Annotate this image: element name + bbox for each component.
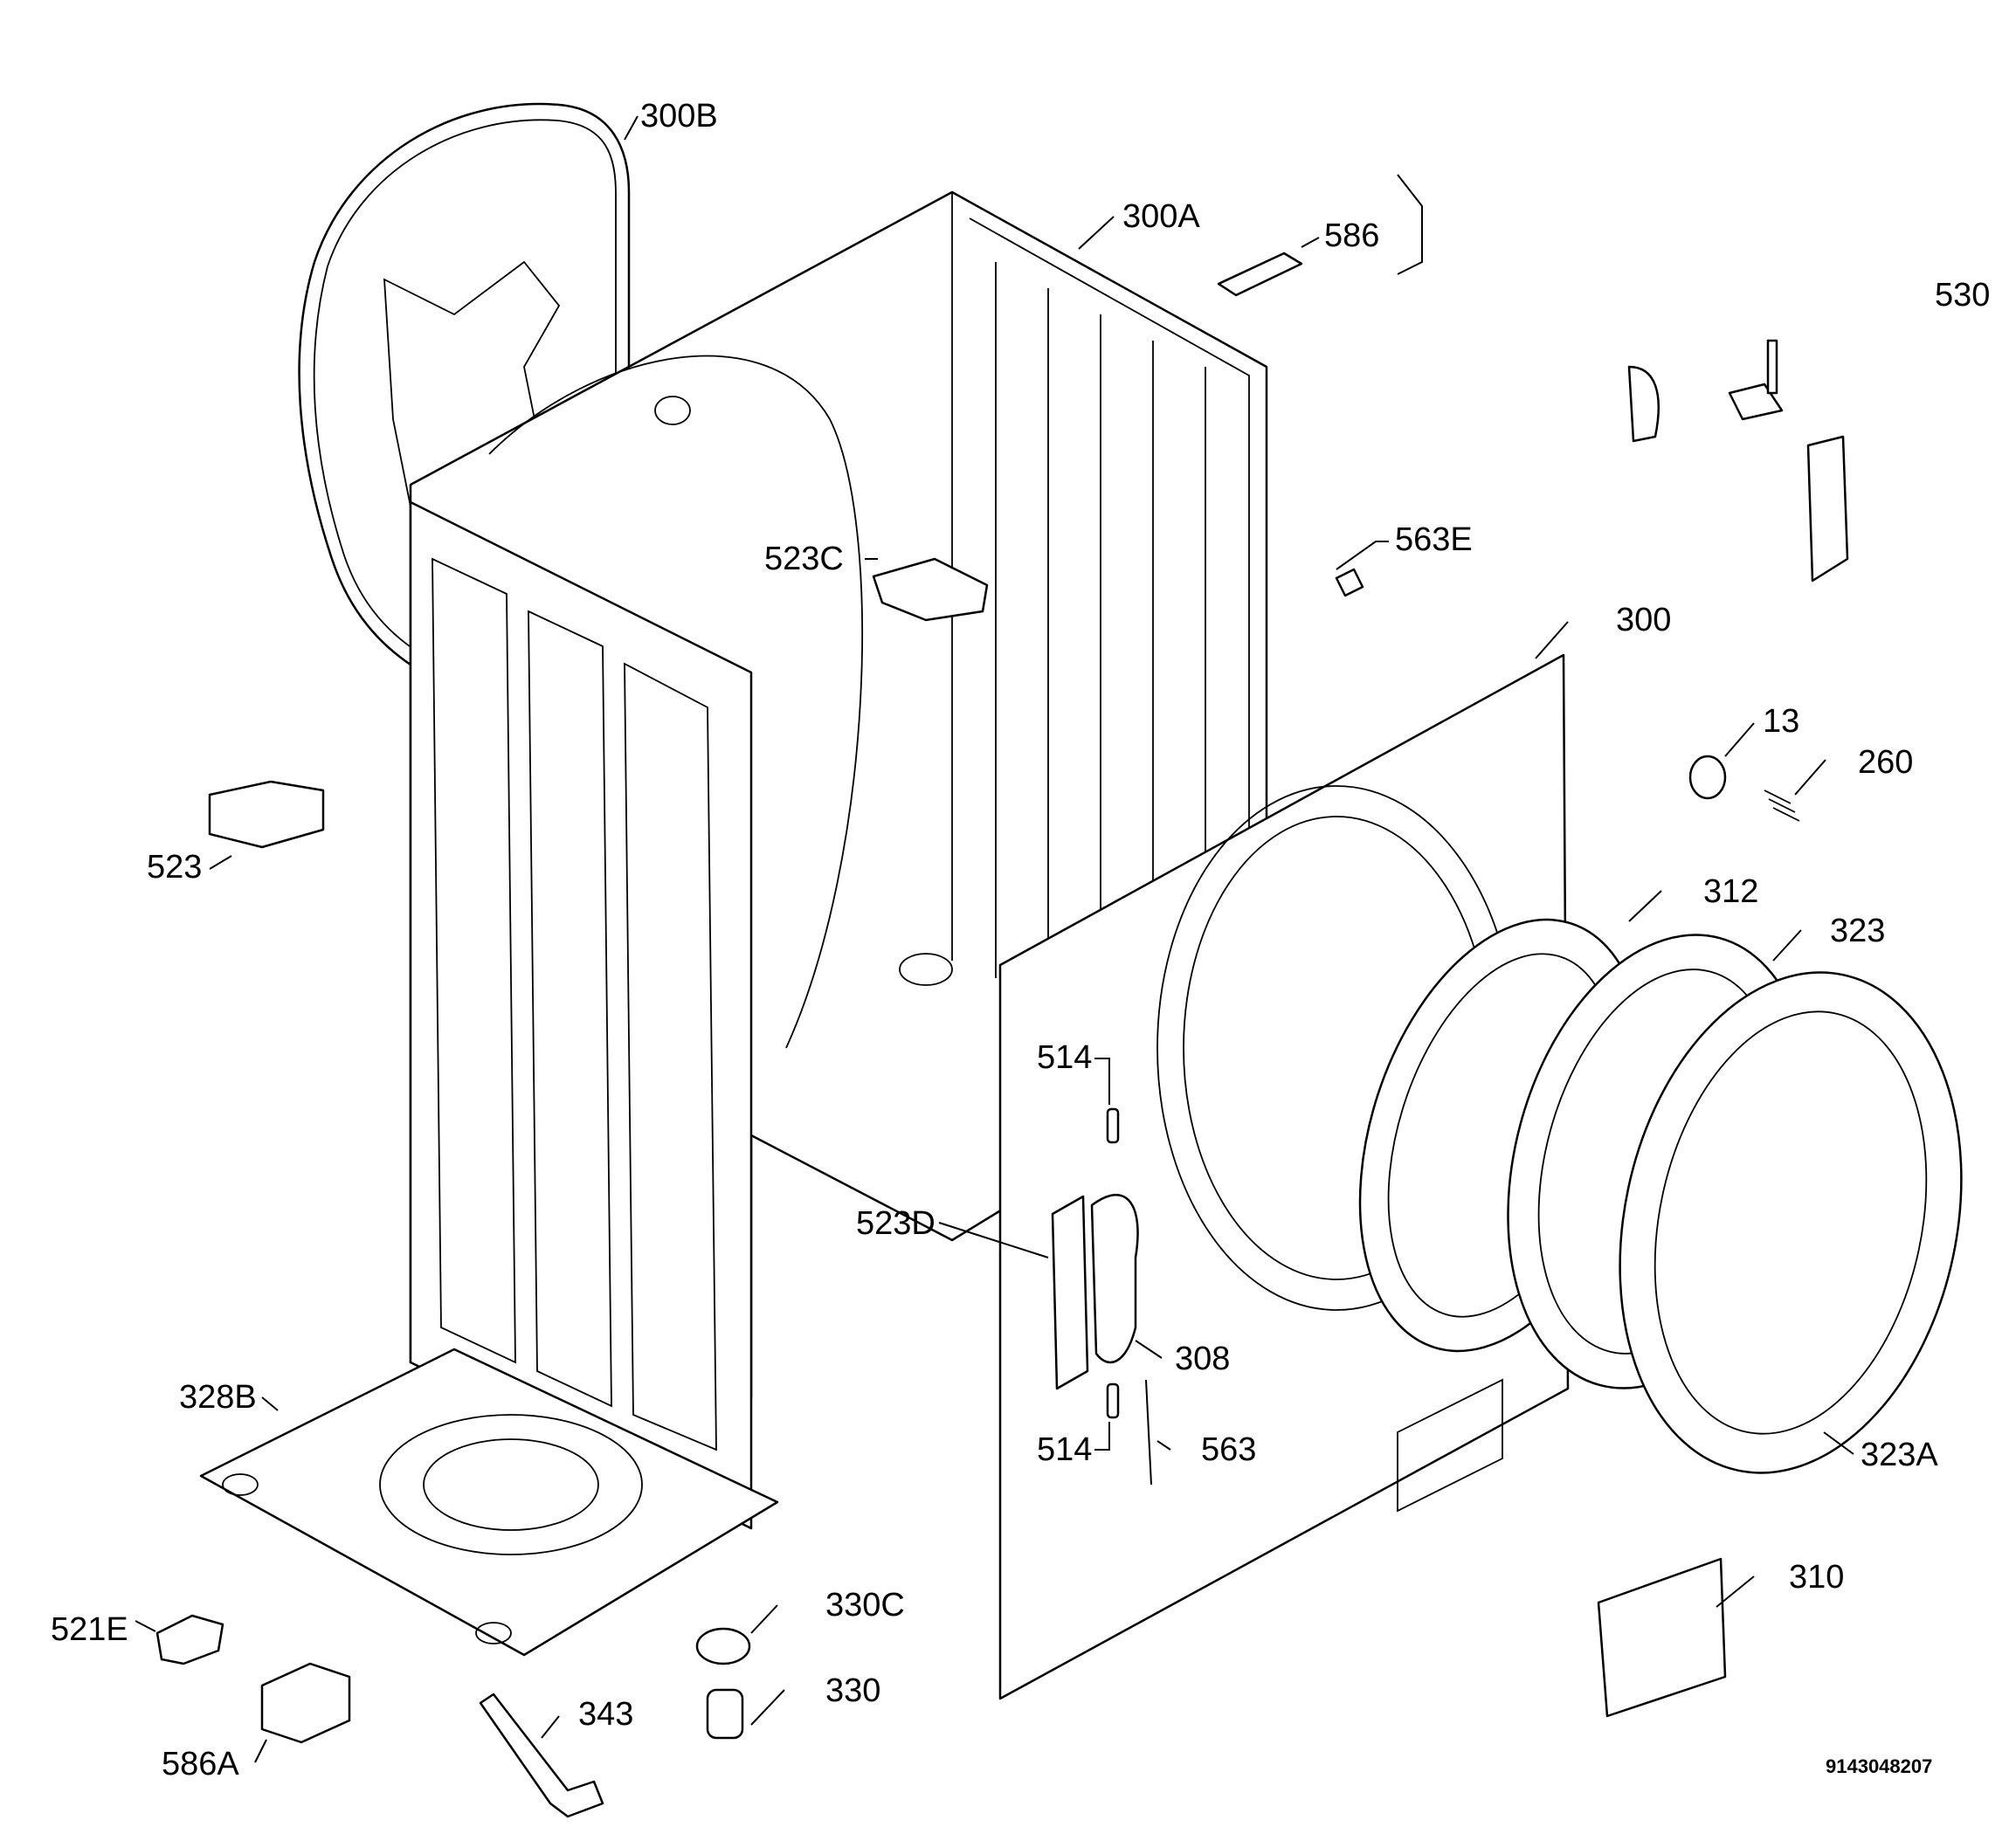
callout-586A: 586A: [162, 1746, 239, 1782]
callout-300B: 300B: [640, 98, 718, 134]
part-13: [1688, 755, 1727, 800]
part-523C: [872, 557, 989, 622]
callout-514-top: 514: [1037, 1039, 1092, 1076]
callout-310: 310: [1789, 1559, 1844, 1596]
callout-260: 260: [1858, 744, 1913, 781]
door-outer-ring-323A: [1619, 971, 1963, 1474]
side-panel: [409, 500, 753, 1530]
front-panel-300: [998, 653, 1570, 1700]
base-328B: [199, 1348, 779, 1657]
foot-330: [706, 1688, 744, 1740]
callout-563: 563: [1201, 1431, 1256, 1468]
drawing-code: 9143048207: [1826, 1755, 1932, 1777]
callout-563E: 563E: [1395, 521, 1473, 558]
part-586: [1217, 252, 1303, 297]
pins-514: [1106, 1107, 1120, 1419]
part-521E: [155, 1614, 224, 1665]
part-523: [208, 780, 325, 849]
callout-586: 586: [1324, 217, 1379, 254]
callout-323: 323: [1830, 913, 1885, 949]
callout-523: 523: [147, 849, 202, 886]
callout-523C: 523C: [764, 541, 844, 577]
part-586A: [260, 1662, 351, 1744]
rod-563: [1145, 1379, 1152, 1486]
callout-521E: 521E: [51, 1611, 128, 1648]
callout-530: 530: [1935, 277, 1990, 314]
callout-312: 312: [1703, 873, 1758, 910]
part-563E: [1335, 568, 1364, 597]
foot-330C: [695, 1627, 751, 1665]
callout-328B: 328B: [179, 1379, 257, 1416]
leader-lines: [135, 115, 1854, 1763]
callout-300: 300: [1616, 602, 1671, 638]
callout-300A: 300A: [1122, 198, 1200, 235]
callout-308: 308: [1175, 1341, 1230, 1377]
wrench-343: [479, 1693, 604, 1818]
callout-343: 343: [578, 1696, 633, 1733]
latch-kit-530: [1627, 339, 1849, 583]
spring-260: [1764, 789, 1800, 822]
callout-330C: 330C: [825, 1587, 905, 1624]
callout-330: 330: [825, 1672, 880, 1709]
callout-323A: 323A: [1861, 1437, 1938, 1473]
lid-310: [1597, 1557, 1727, 1718]
callout-labels: 300B 300A 586 530 563E 523C 300 13 260 5…: [51, 98, 1990, 1782]
hinge-523D-308: [1051, 1194, 1139, 1390]
callout-523D: 523D: [856, 1205, 936, 1242]
callout-514-bottom: 514: [1037, 1431, 1092, 1468]
callout-13: 13: [1763, 703, 1799, 740]
